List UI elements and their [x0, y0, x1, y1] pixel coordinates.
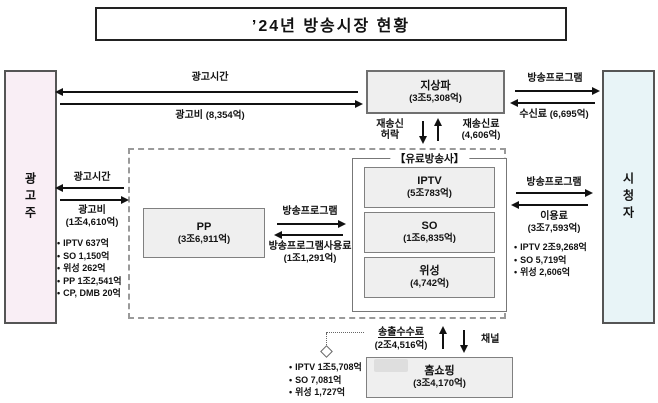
iptv-label: IPTV: [417, 175, 442, 187]
terrestrial-label: 지상파: [420, 79, 451, 92]
mid-usage-fee-label: 이용료: [540, 211, 568, 222]
top-ad-cost-label: 광고비 (8,354억): [175, 110, 245, 121]
homeshopping-value: (3조4,170억): [413, 378, 466, 389]
breakdown-item: CP, DMB 20억: [57, 287, 122, 300]
top-ad-time-label: 광고시간: [191, 72, 229, 83]
breakdown-item: 위성 262억: [57, 262, 122, 275]
top-program-label: 방송프로그램: [527, 73, 583, 84]
diagram-title: ’24년 방송시장 현황: [251, 18, 411, 35]
breakdown-item: 위성 1,727억: [289, 386, 362, 399]
advertiser-label: 광고주: [23, 171, 37, 223]
pp-label: PP: [196, 220, 212, 233]
mid-ad-time-arrow: [55, 183, 124, 192]
retransmission-down-arrow: [418, 121, 427, 144]
top-ad-cost-arrow: [60, 99, 363, 108]
terrestrial-box: 지상파 (3조5,308억): [366, 70, 505, 114]
breakdown-item: PP 1조2,541억: [57, 275, 121, 288]
callout-dotted-line-v: [326, 333, 327, 347]
diagram-title-box: ’24년 방송시장 현황: [95, 7, 567, 41]
pp-program-arrow: [277, 219, 346, 228]
mid-usage-fee-value: (3조7,593억): [527, 223, 581, 234]
breakdown-item: SO 5,719억: [514, 254, 587, 267]
terrestrial-value: (3조5,308억): [409, 92, 462, 104]
watermark: [374, 359, 408, 372]
transmission-fee-label: 송출수수료: [378, 327, 424, 338]
pp-value: (3조6,911억): [177, 233, 231, 245]
callout-dotted-line-h: [326, 332, 364, 333]
mid-program-arrow: [516, 188, 593, 197]
breakdown-item: IPTV 2조9,268억: [514, 241, 587, 254]
mid-program-label: 방송프로그램: [526, 177, 582, 188]
mid-ad-cost-arrow: [60, 195, 129, 204]
top-program-arrow: [515, 86, 600, 95]
satellite-box: 위성 (4,742억): [364, 257, 495, 298]
transmission-fee-breakdown-list: IPTV 1조5,708억 SO 7,081억 위성 1,727억: [289, 361, 362, 399]
advertiser-box: 광고주: [4, 70, 57, 324]
homeshopping-box: 홈쇼핑 (3조4,170억): [366, 357, 513, 398]
retransmission-permit-label: 재송신 허락: [376, 119, 404, 141]
top-license-fee-arrow: [510, 98, 595, 107]
pp-usage-fee-arrow: [274, 230, 343, 239]
satellite-label: 위성: [419, 265, 440, 277]
viewer-label: 시청자: [621, 171, 635, 223]
breakdown-item: IPTV 1조5,708억: [289, 361, 362, 374]
breakdown-item: 위성 2,606억: [514, 266, 587, 279]
retransmission-up-arrow: [433, 118, 442, 141]
viewer-box: 시청자: [602, 70, 655, 324]
homeshopping-label: 홈쇼핑: [424, 365, 455, 377]
pp-program-label: 방송프로그램: [282, 206, 338, 217]
top-ad-time-arrow: [55, 87, 358, 96]
channel-label: 채널: [481, 334, 500, 345]
breakdown-item: SO 7,081억: [289, 374, 362, 387]
pp-usage-fee-label: 방송프로그램사용료: [268, 241, 352, 252]
mid-usage-fee-arrow: [511, 200, 588, 209]
so-box: SO (1조6,835억): [364, 212, 495, 253]
viewer-breakdown-list: IPTV 2조9,268억 SO 5,719억 위성 2,606억: [514, 241, 587, 279]
breakdown-item: IPTV 637억: [57, 237, 122, 250]
transmission-fee-value: (2조4,516억): [374, 340, 428, 351]
retransmission-fee-label: 재송신료 (4,606억): [461, 119, 501, 141]
satellite-value: (4,742억): [410, 278, 449, 289]
so-label: SO: [421, 220, 438, 232]
top-license-fee-label: 수신료 (6,695억): [519, 109, 589, 120]
pp-usage-fee-value: (1조1,291억): [283, 253, 337, 264]
iptv-value: (5조783억): [407, 188, 452, 199]
breakdown-item: SO 1,150억: [57, 250, 122, 263]
pp-box: PP (3조6,911억): [143, 208, 265, 258]
channel-down-arrow: [459, 330, 468, 353]
transmission-fee-up-arrow: [438, 326, 447, 349]
advertiser-breakdown-list: IPTV 637억 SO 1,150억 위성 262억 PP 1조2,541억 …: [57, 237, 122, 300]
iptv-box: IPTV (5조783억): [364, 167, 495, 208]
mid-ad-cost-value: (1조4,610억): [65, 217, 119, 228]
callout-diamond: [320, 345, 333, 358]
so-value: (1조6,835억): [403, 233, 456, 244]
mid-ad-cost-label: 광고비: [78, 205, 106, 216]
mid-ad-time-label: 광고시간: [73, 172, 111, 183]
paytv-group-label: 【유료방송사】: [389, 151, 470, 166]
